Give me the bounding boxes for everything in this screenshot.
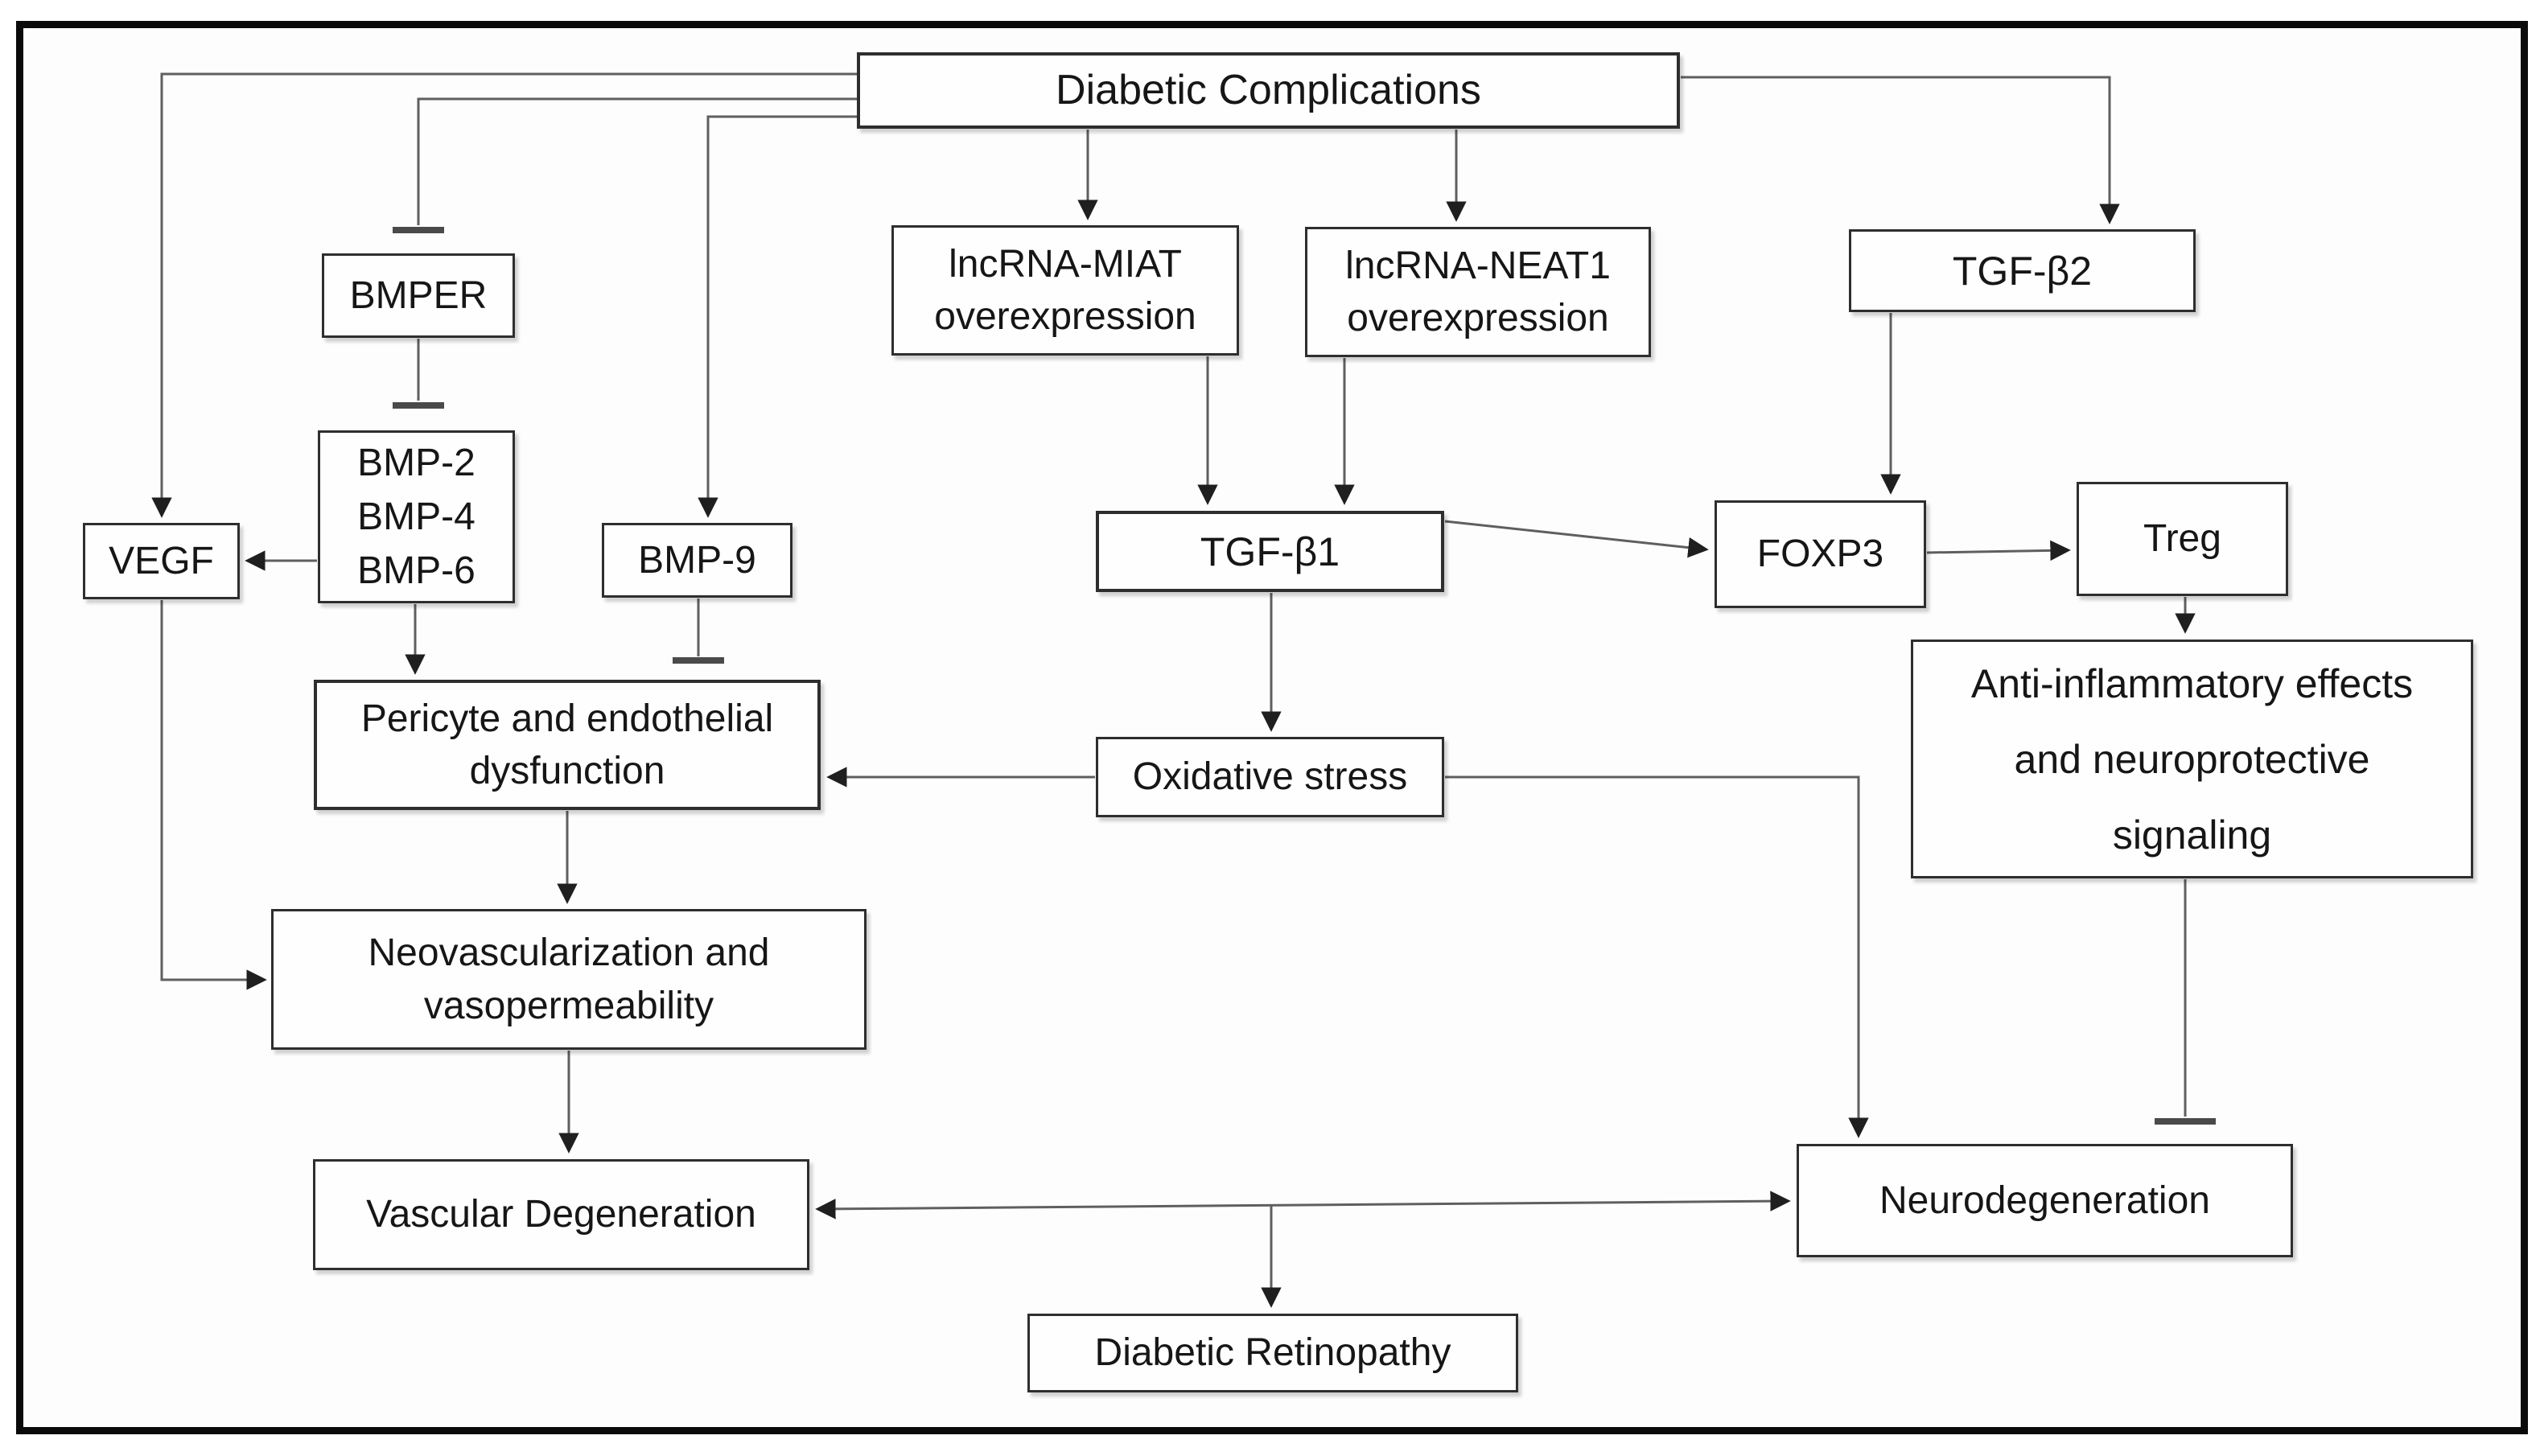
edge-vegf-to-neovascularization xyxy=(160,600,267,990)
edge-vd-nd-link xyxy=(815,1191,1791,1220)
node-label: BMPER xyxy=(349,274,488,317)
node-label-line: overexpression xyxy=(1347,297,1609,339)
node-lncrna-miat-overexpression: lncRNA-MIAT overexpression xyxy=(891,225,1239,356)
node-neovascularization-vasopermeability: Neovascularization and vasopermeability xyxy=(271,909,867,1050)
node-label-line: BMP-2 xyxy=(357,441,475,484)
node-tgf-beta-2: TGF-β2 xyxy=(1849,229,2196,312)
edge-dc-to-tgfb2 xyxy=(1681,76,2120,224)
node-label-line: lncRNA-MIAT xyxy=(949,242,1182,286)
node-label-line: Pericyte and endothelial xyxy=(360,697,774,740)
node-label-line: lncRNA-NEAT1 xyxy=(1345,244,1611,287)
node-label: Treg xyxy=(2143,517,2221,561)
node-label: Neurodegeneration xyxy=(1879,1178,2210,1222)
node-label-line: dysfunction xyxy=(469,750,665,792)
node-bmper: BMPER xyxy=(322,253,515,338)
node-neurodegeneration: Neurodegeneration xyxy=(1797,1144,2293,1257)
node-tgf-beta-1: TGF-β1 xyxy=(1096,511,1444,592)
node-label-line: Neovascularization and xyxy=(368,932,770,975)
node-label-line: BMP-4 xyxy=(357,495,475,538)
node-diabetic-retinopathy: Diabetic Retinopathy xyxy=(1027,1314,1518,1392)
node-foxp3: FOXP3 xyxy=(1715,500,1926,608)
node-vegf: VEGF xyxy=(83,523,240,599)
node-label: TGF-β2 xyxy=(1952,248,2093,294)
edge-dc-inhibits-bmper xyxy=(417,97,857,225)
node-label: Oxidative stress xyxy=(1132,755,1408,799)
node-label-line: signaling xyxy=(2112,812,2272,858)
node-label: BMP-9 xyxy=(638,538,756,582)
edge-dc-to-vegf xyxy=(151,72,857,518)
node-label: TGF-β1 xyxy=(1200,529,1340,574)
edge-oxstress-to-neurodegeneration xyxy=(1445,775,1869,1138)
node-label-line: and neuroprotective xyxy=(2014,736,2370,782)
node-anti-inflammatory-effects: Anti-inflammatory effects and neuroprote… xyxy=(1911,640,2473,878)
node-diabetic-complications: Diabetic Complications xyxy=(857,52,1680,129)
node-label-line: vasopermeability xyxy=(423,984,714,1027)
node-label: Diabetic Retinopathy xyxy=(1094,1331,1451,1375)
node-label-line: Anti-inflammatory effects xyxy=(1970,660,2414,706)
node-bmp-2-4-6: BMP-2 BMP-4 BMP-6 xyxy=(318,430,515,603)
edge-foxp3-to-treg xyxy=(1926,540,2071,561)
edge-tgfb1-to-foxp3 xyxy=(1444,520,1709,558)
edge-dc-to-bmp9 xyxy=(698,115,857,518)
node-label: FOXP3 xyxy=(1756,533,1884,576)
node-label: VEGF xyxy=(109,539,214,582)
node-oxidative-stress: Oxidative stress xyxy=(1096,737,1444,817)
node-label-line: BMP-6 xyxy=(357,549,475,593)
node-label: Diabetic Complications xyxy=(1056,67,1481,114)
node-bmp-9: BMP-9 xyxy=(602,523,792,598)
node-label: Vascular Degeneration xyxy=(366,1193,756,1236)
node-lncrna-neat1-overexpression: lncRNA-NEAT1 overexpression xyxy=(1305,227,1651,357)
node-label-line: overexpression xyxy=(934,295,1196,338)
node-treg: Treg xyxy=(2077,482,2288,596)
node-vascular-degeneration: Vascular Degeneration xyxy=(313,1159,809,1270)
node-pericyte-endothelial-dysfunction: Pericyte and endothelial dysfunction xyxy=(314,680,821,810)
